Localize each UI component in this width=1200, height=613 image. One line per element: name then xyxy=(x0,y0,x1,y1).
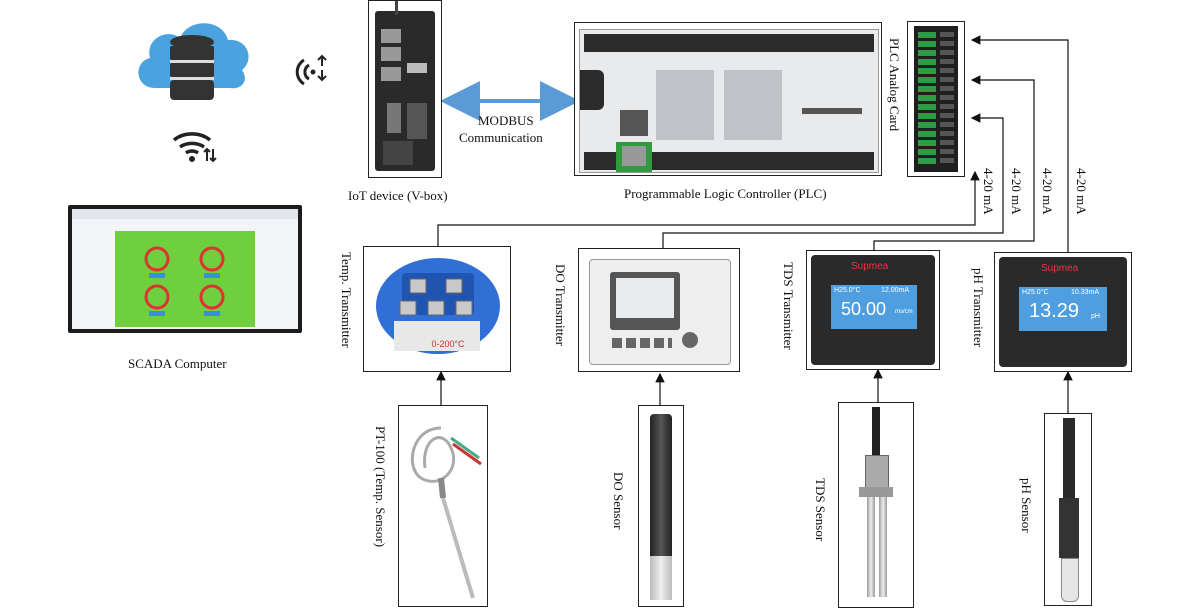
cloud-database-icon xyxy=(138,23,249,100)
scada-screen xyxy=(72,209,298,329)
analog-card xyxy=(914,26,958,172)
ph-unit: pH xyxy=(1091,313,1100,320)
do-transmitter-label: DO Transmitter xyxy=(553,264,568,346)
ph-value: 13.29 xyxy=(1029,300,1080,322)
pt100-label: PT-100 (Temp. Sensor) xyxy=(373,426,388,548)
tds-transmitter-label: TDS Transmitter xyxy=(781,262,796,350)
temp-transmitter-label: Temp. Transmitter xyxy=(339,252,354,348)
ph-temp: H25.0°C xyxy=(1022,289,1049,296)
do-transmitter-frame xyxy=(578,248,740,372)
temp-transmitter: 0-200°C xyxy=(376,258,500,354)
temp-signal-line xyxy=(437,170,980,246)
wireless-signal-icon xyxy=(295,54,327,86)
do-signal-line xyxy=(662,113,1004,248)
ph-transmitter-label: pH Transmitter xyxy=(971,268,986,348)
scada-monitor xyxy=(68,205,302,333)
signal-label-tds: 4-20 mA xyxy=(1040,168,1055,215)
ph-sensor-label: pH Sensor xyxy=(1019,478,1034,533)
do-sensor-frame xyxy=(638,405,684,607)
modbus-label-1: MODBUS xyxy=(478,113,534,128)
do-sensor-label: DO Sensor xyxy=(611,472,626,530)
tds-brand: Supmea xyxy=(851,261,889,272)
temp-transmitter-frame: 0-200°C xyxy=(363,246,511,372)
ph-signal-line xyxy=(970,35,1069,252)
wifi-icon xyxy=(172,132,217,163)
analog-card-frame xyxy=(907,21,965,177)
tds-temp: H25.0°C xyxy=(834,287,861,294)
modbus-label-2: Communication xyxy=(459,130,543,145)
do-sensor xyxy=(650,414,672,600)
tds-transmitter: Supmea H25.0°C 12.00mA 50.00 ms/cm xyxy=(811,255,935,365)
plc-label: Programmable Logic Controller (PLC) xyxy=(624,186,827,201)
signal-label-temp: 4-20 mA xyxy=(981,168,996,215)
iot-device-frame xyxy=(368,0,442,178)
iot-device xyxy=(375,11,435,171)
iot-label: IoT device (V-box) xyxy=(348,188,448,203)
scada-label: SCADA Computer xyxy=(128,356,227,371)
tds-sensor-frame xyxy=(838,402,914,608)
ph-brand: Supmea xyxy=(1041,263,1079,274)
tds-sensor-label: TDS Sensor xyxy=(813,478,828,542)
do-transmitter xyxy=(589,259,731,365)
tds-range: 12.00mA xyxy=(881,287,910,294)
pt100-sensor xyxy=(410,426,482,599)
analog-card-label: PLC Analog Card xyxy=(887,38,902,132)
gauge-icons xyxy=(144,246,225,316)
tds-unit: ms/cm xyxy=(895,309,913,315)
tds-signal-line xyxy=(873,75,1035,250)
signal-label-do: 4-20 mA xyxy=(1009,168,1024,215)
tds-transmitter-frame: Supmea H25.0°C 12.00mA 50.00 ms/cm xyxy=(806,250,940,370)
pt100-frame xyxy=(398,405,488,607)
plc-frame xyxy=(574,22,882,176)
temp-plate-range: 0-200°C xyxy=(431,339,465,349)
ph-sensor xyxy=(1063,418,1075,498)
ph-transmitter-frame: Supmea H25.0°C 10.33mA 13.29 pH xyxy=(994,252,1132,372)
ph-transmitter: Supmea H25.0°C 10.33mA 13.29 pH xyxy=(999,257,1127,367)
ph-sensor-frame xyxy=(1044,413,1092,606)
signal-label-ph: 4-20 mA xyxy=(1074,168,1089,215)
tds-value: 50.00 xyxy=(841,299,887,319)
ph-range: 10.33mA xyxy=(1071,289,1100,296)
plc-unit xyxy=(579,29,879,173)
